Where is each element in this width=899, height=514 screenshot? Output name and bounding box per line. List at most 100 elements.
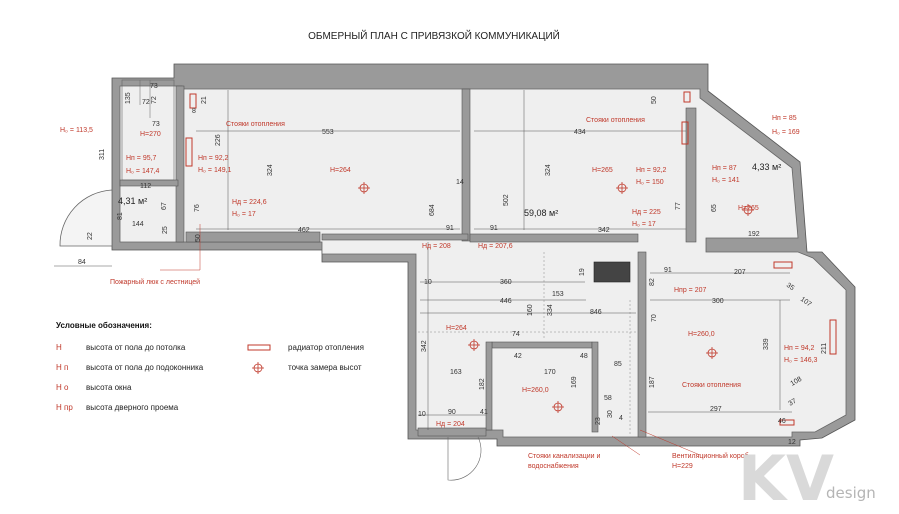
dimension-label: 135 xyxy=(125,92,132,104)
dimension-label: 462 xyxy=(298,227,310,234)
dimension-label: 434 xyxy=(574,129,586,136)
legend-text: высота дверного проема xyxy=(86,403,179,412)
dimension-label: 684 xyxy=(429,204,436,216)
dimension-label: 84 xyxy=(78,259,86,266)
dimension-label: 46 xyxy=(778,418,786,425)
dimension-label: 334 xyxy=(547,304,554,316)
height-label: Н=270 xyxy=(140,131,161,138)
dimension-label: 58 xyxy=(604,395,612,402)
height-label: Нп = 94,2 xyxy=(784,345,815,352)
height-label: Стояки отопления xyxy=(226,121,285,128)
height-label: Н=260,0 xyxy=(688,331,715,338)
height-label: Нд = 225 xyxy=(632,209,661,216)
area-balcony-left: 4,31 м² xyxy=(118,196,147,206)
legend-text: Н пр xyxy=(56,403,73,412)
dimension-label: 72 xyxy=(142,99,150,106)
dimension-label: 226 xyxy=(215,134,222,146)
dimension-label: 108 xyxy=(790,376,804,388)
dimension-label: 91 xyxy=(664,267,672,274)
radiators xyxy=(185,91,837,426)
dimension-label: 342 xyxy=(598,227,610,234)
dimension-label: 30 xyxy=(607,410,614,418)
legend-text: высота окна xyxy=(86,383,132,392)
radiator-legend-icon xyxy=(247,344,271,351)
dimension-label: 85 xyxy=(614,361,622,368)
height-label: Нп = 92,2 xyxy=(636,167,667,174)
dimension-label: 112 xyxy=(140,183,151,190)
area-main: 59,08 м² xyxy=(524,208,558,218)
legend: Условные обозначения: Н высота от пола д… xyxy=(56,321,364,412)
dimension-label: 297 xyxy=(710,406,722,413)
height-label: Н=260,0 xyxy=(522,387,549,394)
left-balcony xyxy=(59,79,175,247)
dimension-label: 37 xyxy=(788,398,798,408)
dimension-label: 81 xyxy=(117,212,124,220)
height-label: Н=264 xyxy=(330,167,351,174)
leader-lines xyxy=(160,224,701,456)
dimension-label: 207 xyxy=(734,269,746,276)
height-label: Н₀ = 147,4 xyxy=(126,168,160,175)
dimension-label: 163 xyxy=(450,369,462,376)
dimension-label: 4 xyxy=(619,415,623,422)
interior-walls xyxy=(119,85,697,438)
height-label: Стояки отопления xyxy=(682,382,741,389)
dimension-label: 502 xyxy=(503,194,510,206)
dimension-label: 446 xyxy=(500,298,512,305)
dimension-label: 23 xyxy=(595,417,602,425)
height-label: Н=229 xyxy=(672,463,693,470)
legend-text: Н xyxy=(56,343,62,352)
dimension-label: 25 xyxy=(162,226,169,234)
height-label: Н=264 xyxy=(446,325,467,332)
dimension-label: 12 xyxy=(788,439,796,446)
height-label: Н₀ = 113,5 xyxy=(60,127,93,134)
height-labels: Н₀ = 113,5 Н=270 Нп = 95,7 Н₀ = 147,4 Ст… xyxy=(60,115,818,470)
height-label: Нп = 87 xyxy=(712,165,737,172)
height-label: Пожарный люк с лестницей xyxy=(110,278,200,286)
dimension-label: 192 xyxy=(748,231,760,238)
legend-text: радиатор отопления xyxy=(288,343,364,352)
legend-text: точка замера высот xyxy=(288,363,362,372)
dimension-label: 48 xyxy=(580,353,588,360)
dimension-label: 70 xyxy=(651,314,658,322)
dimension-label: 73 xyxy=(152,121,160,128)
dimension-label: 311 xyxy=(99,149,106,160)
plan-title: ОБМЕРНЫЙ ПЛАН С ПРИВЯЗКОЙ КОММУНИКАЦИЙ xyxy=(308,29,560,42)
dimension-label: 50 xyxy=(651,96,658,104)
dimension-label: 67 xyxy=(161,202,168,210)
dimension-label: 19 xyxy=(579,268,586,276)
dimension-label: 14 xyxy=(456,179,464,186)
height-label: Н₀ = 150 xyxy=(636,179,664,186)
height-label: Н=265 xyxy=(738,205,759,212)
height-label: водоснабжения xyxy=(528,462,579,470)
entrance-door xyxy=(447,436,482,481)
dimension-label: 91 xyxy=(490,225,498,232)
legend-text: Н п xyxy=(56,363,68,372)
height-label: Нпр = 207 xyxy=(674,287,707,294)
dimension-label: 91 xyxy=(446,225,454,232)
dimension-label: 35 xyxy=(785,282,795,292)
dimension-label: 8 xyxy=(192,108,196,115)
dimension-label: 74 xyxy=(512,331,520,338)
legend-text: высота от пола до потолка xyxy=(86,343,186,352)
dimension-label: 153 xyxy=(552,291,564,298)
measure-point-legend-icon xyxy=(252,362,264,374)
dimension-texts: 311 135 73 72 72 73 112 81 67 144 22 25 … xyxy=(78,83,828,446)
dimension-label: 90 xyxy=(448,409,456,416)
height-label: Нд = 224,6 xyxy=(232,199,267,206)
measure-points xyxy=(358,182,754,413)
height-label: Нп = 85 xyxy=(772,115,797,122)
dimension-label: 169 xyxy=(571,376,578,388)
dimension-label: 182 xyxy=(479,378,486,390)
dimension-label: 22 xyxy=(87,232,94,240)
legend-heading: Условные обозначения: xyxy=(56,321,152,330)
dimension-label: 211 xyxy=(821,343,828,354)
dimension-label: 50 xyxy=(195,234,202,242)
dimension-label: 73 xyxy=(150,83,158,90)
height-label: Н₀ = 141 xyxy=(712,177,740,184)
svg-text:design: design xyxy=(826,484,876,502)
height-label: Стояки канализации и xyxy=(528,453,601,460)
vent-block xyxy=(593,261,631,283)
svg-text:KV: KV xyxy=(738,442,834,514)
dimension-label: 77 xyxy=(675,202,682,210)
